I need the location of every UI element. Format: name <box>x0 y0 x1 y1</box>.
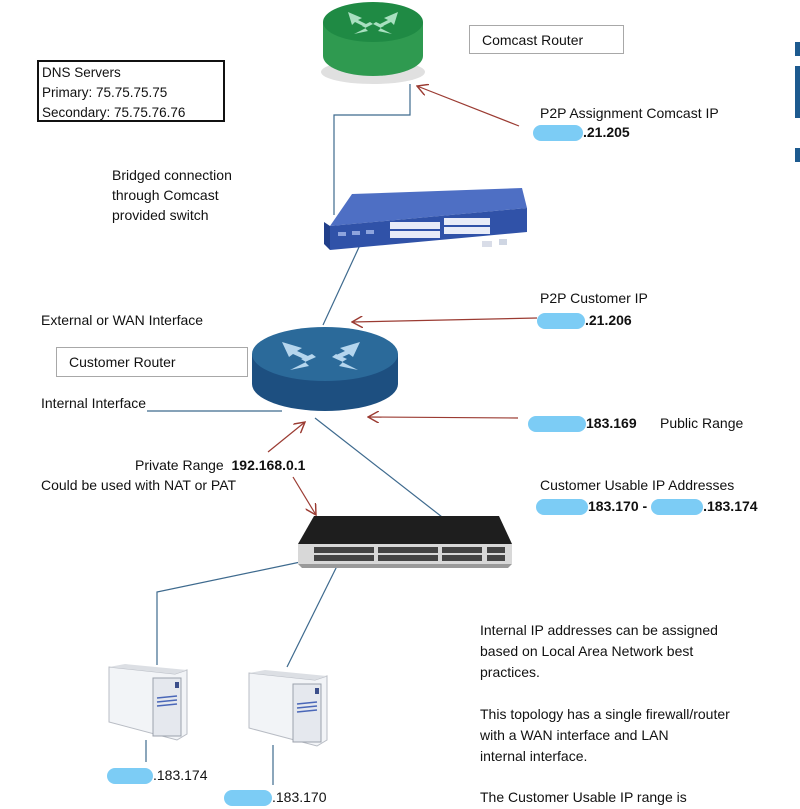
arrow-p2p-customer <box>352 318 538 322</box>
customer-router-label: Customer Router <box>56 347 248 377</box>
note-line: practices. <box>480 664 540 680</box>
clipped-edge-mark <box>795 148 800 162</box>
note-topology: This topology has a single firewall/rout… <box>480 704 780 767</box>
note-internal-ip: Internal IP addresses can be assigned ba… <box>480 620 780 683</box>
link-switch-customer-router <box>322 231 367 326</box>
bridged-line-1: Bridged connection <box>112 167 232 183</box>
external-wan-label: External or WAN Interface <box>41 312 204 328</box>
public-range-label: Public Range <box>660 415 744 431</box>
arrow-private-range <box>267 422 305 453</box>
internal-interface-label: Internal Interface <box>41 395 147 411</box>
server-1-ip-text: .183.174 <box>153 767 208 783</box>
redaction-blur <box>537 313 585 330</box>
public-ip-text: 183.169 <box>586 415 637 431</box>
p2p-customer-title: P2P Customer IP <box>540 290 648 306</box>
customer-router-label-text: Customer Router <box>69 354 176 370</box>
p2p-customer-ip-text: .21.206 <box>585 312 632 328</box>
bridged-line-3: provided switch <box>112 207 209 223</box>
comcast-router-icon <box>321 2 425 84</box>
note-usable-range: The Customer Usable IP range is <box>480 787 780 808</box>
usable-ip-start: 183.170 - <box>588 498 648 514</box>
redaction-blur <box>528 416 586 433</box>
nat-pat-note: Could be used with NAT or PAT <box>41 477 237 493</box>
note-line: Internal IP addresses can be assigned <box>480 622 718 638</box>
customer-router-icon <box>252 327 398 411</box>
server-2-icon <box>248 670 328 747</box>
dns-secondary: Secondary: 75.75.76.76 <box>42 105 186 120</box>
link-comcast-router-switch <box>333 84 411 215</box>
bridged-line-2: through Comcast <box>112 187 219 203</box>
server-1-icon <box>108 664 188 741</box>
public-ip: 183.169 <box>528 413 637 433</box>
comcast-router-label-text: Comcast Router <box>482 31 584 48</box>
bridged-connection-note: Bridged connection through Comcast provi… <box>112 165 232 225</box>
server-2-ip: .183.170 <box>224 787 327 807</box>
redaction-blur <box>536 499 588 516</box>
note-line: based on Local Area Network best <box>480 643 694 659</box>
lan-switch-icon <box>298 516 512 568</box>
clipped-edge-mark <box>795 66 800 118</box>
p2p-assignment-title: P2P Assignment Comcast IP <box>540 105 719 121</box>
redaction-blur <box>107 768 153 785</box>
dns-servers-box: DNS Servers Primary: 75.75.75.75 Seconda… <box>37 60 225 122</box>
link-lan-switch-server1 <box>156 559 311 665</box>
redaction-blur <box>651 499 704 516</box>
note-line: with a WAN interface and LAN <box>480 727 669 743</box>
note-line: This topology has a single firewall/rout… <box>480 706 730 722</box>
usable-ip-range: 183.170 - .183.174 <box>536 496 758 516</box>
private-range-ip: 192.168.0.1 <box>231 457 306 473</box>
arrow-public-range <box>368 417 519 418</box>
link-lan-switch-server2 <box>286 559 341 668</box>
arrow-p2p-assignment <box>417 86 520 127</box>
private-range: Private Range 192.168.0.1 <box>135 455 305 475</box>
clipped-edge-mark <box>795 42 800 56</box>
note-line: The Customer Usable IP range is <box>480 789 687 805</box>
comcast-switch-icon <box>324 188 527 250</box>
redaction-blur <box>224 790 272 807</box>
server-2-ip-text: .183.170 <box>272 789 327 805</box>
usable-ip-title: Customer Usable IP Addresses <box>540 477 735 493</box>
note-line: internal interface. <box>480 748 588 764</box>
p2p-customer-ip: .21.206 <box>537 310 632 330</box>
p2p-assignment-ip: .21.205 <box>533 122 630 142</box>
private-range-label: Private Range <box>135 457 224 473</box>
usable-ip-end: .183.174 <box>703 498 758 514</box>
server-1-ip: .183.174 <box>107 765 208 785</box>
dns-primary: Primary: 75.75.75.75 <box>42 85 168 100</box>
arrow-to-lan-switch <box>292 476 316 515</box>
p2p-assignment-ip-text: .21.205 <box>583 124 630 140</box>
comcast-router-label: Comcast Router <box>469 25 624 54</box>
redaction-blur <box>533 125 583 142</box>
dns-title: DNS Servers <box>42 65 121 80</box>
